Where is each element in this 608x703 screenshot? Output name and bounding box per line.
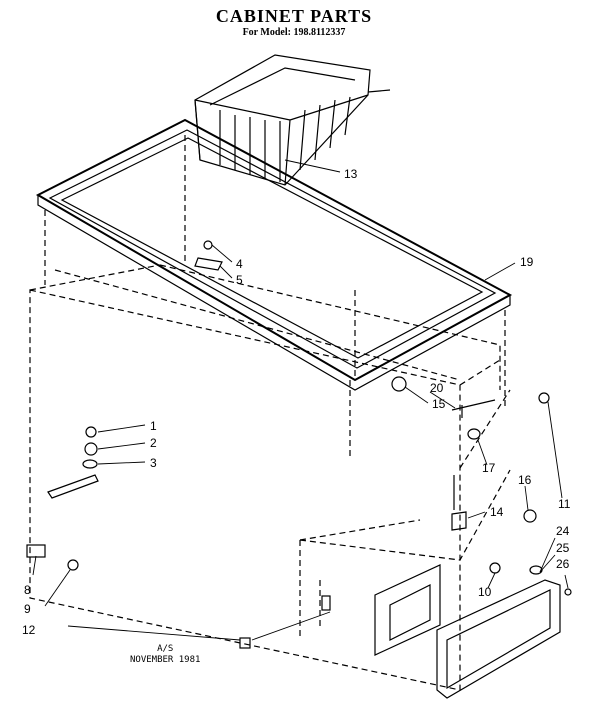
callout-11: 11 bbox=[558, 497, 571, 511]
callout-24: 24 bbox=[556, 524, 570, 538]
callout-25: 25 bbox=[556, 541, 570, 555]
callout-1: 1 bbox=[150, 419, 157, 433]
callout-17: 17 bbox=[482, 461, 496, 475]
lid-frame bbox=[35, 118, 513, 391]
callout-26: 26 bbox=[556, 557, 570, 571]
title-block: CABINET PARTS For Model: 198.8112337 bbox=[0, 6, 598, 38]
callout-8: 8 bbox=[24, 583, 31, 597]
cabinet-outline bbox=[29, 135, 511, 691]
callout-12: 12 bbox=[22, 623, 36, 637]
footer-date: NOVEMBER 1981 bbox=[130, 655, 201, 665]
footer-code: A/S bbox=[157, 644, 174, 654]
callout-9: 9 bbox=[24, 602, 31, 616]
callout-3: 3 bbox=[150, 456, 157, 470]
small-parts bbox=[26, 240, 572, 699]
callout-14: 14 bbox=[490, 505, 504, 519]
callout-5: 5 bbox=[236, 273, 243, 287]
page-subtitle: For Model: 198.8112337 bbox=[242, 27, 346, 38]
callout-13: 13 bbox=[344, 167, 358, 181]
basket bbox=[194, 54, 391, 186]
leader-lines bbox=[32, 159, 569, 641]
callout-19: 19 bbox=[520, 255, 534, 269]
callout-16: 16 bbox=[518, 473, 532, 487]
callout-2: 2 bbox=[150, 436, 157, 450]
page-title: CABINET PARTS bbox=[215, 6, 373, 26]
callout-4: 4 bbox=[236, 257, 243, 271]
footer-block: A/S NOVEMBER 1981 bbox=[130, 644, 200, 666]
callout-15: 15 bbox=[432, 397, 446, 411]
callout-20: 20 bbox=[430, 381, 444, 395]
callout-10: 10 bbox=[478, 585, 492, 599]
